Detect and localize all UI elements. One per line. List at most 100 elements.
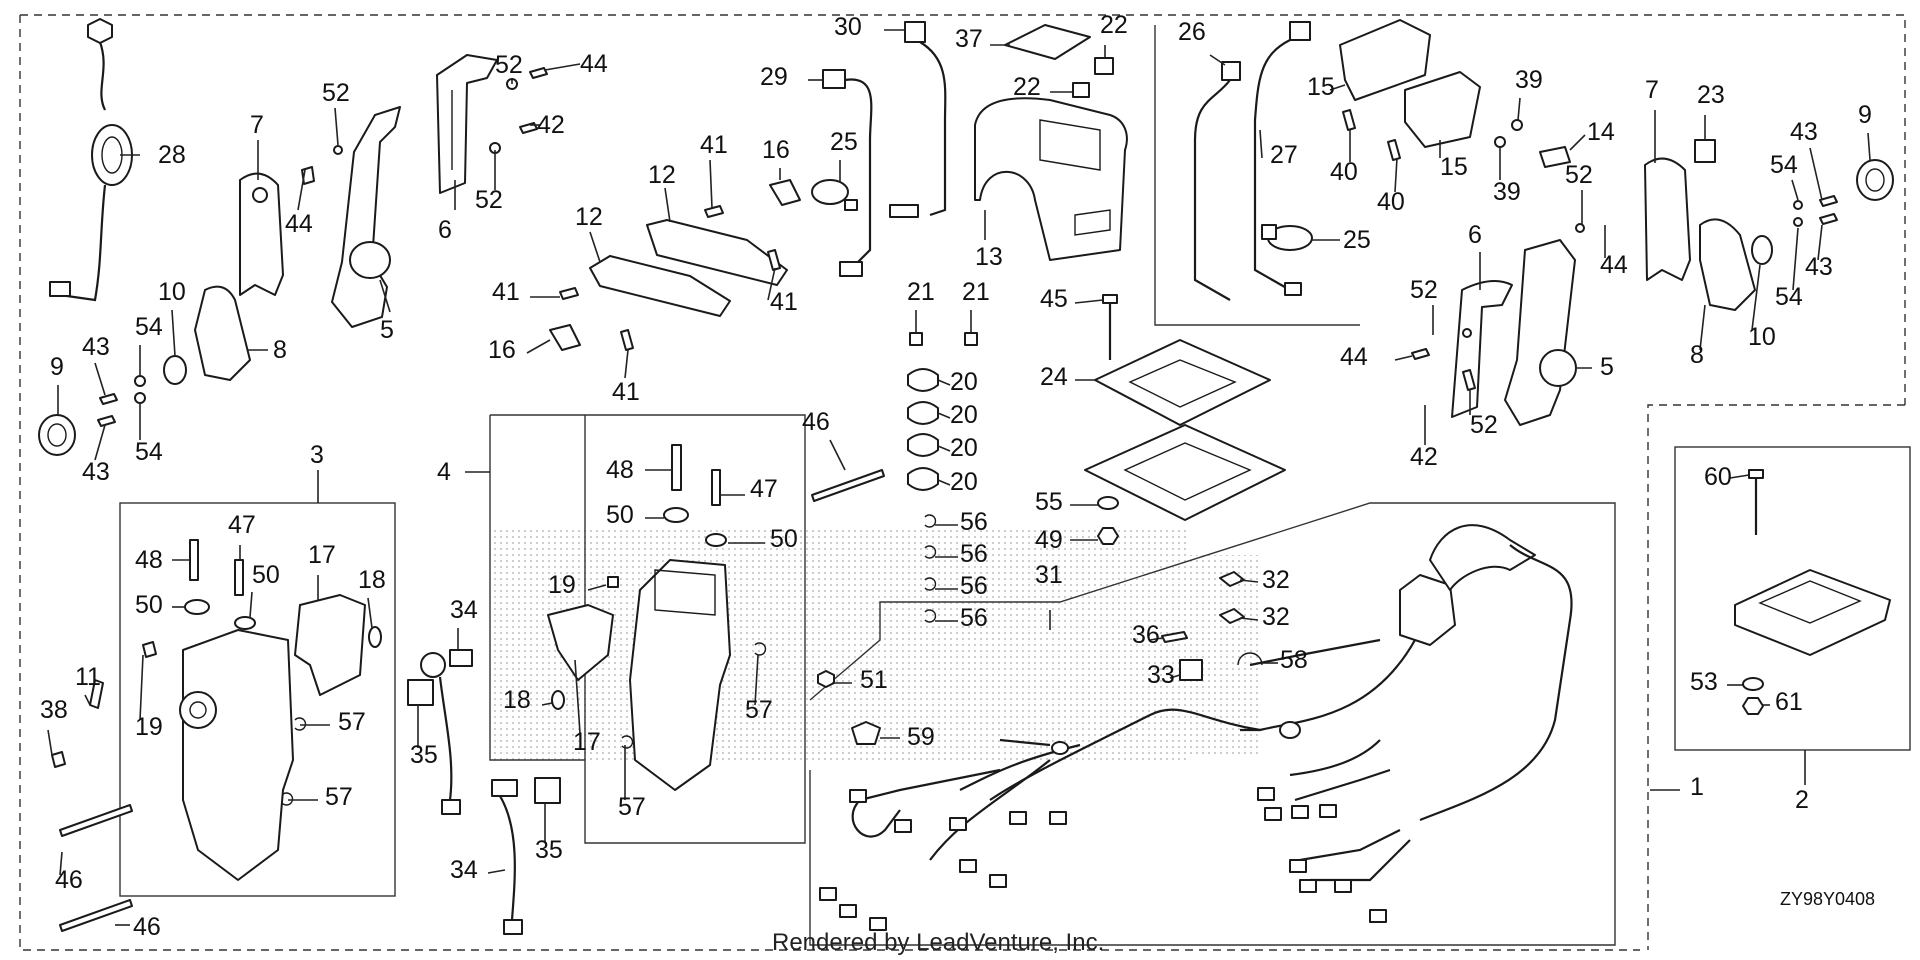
- callout-label: 13: [975, 243, 1003, 271]
- part-28-cable: [49, 18, 133, 302]
- callout-label: 44: [285, 210, 313, 238]
- callout-8b: 8: [1690, 304, 1706, 369]
- callout-label: 9: [1858, 101, 1872, 129]
- callout-6a: 6: [438, 180, 456, 244]
- part-45-bolt: [1102, 294, 1118, 360]
- callout-52d: 52: [1565, 161, 1593, 225]
- callout-18a: 18: [358, 566, 386, 629]
- callout-25b: 25: [1312, 226, 1371, 254]
- callout-label: 52: [495, 51, 523, 79]
- callout-label: 20: [950, 368, 978, 396]
- callout-label: 52: [475, 186, 503, 214]
- callout-51: 51: [832, 666, 888, 694]
- callout-5a: 5: [379, 279, 394, 344]
- callout-14: 14: [1569, 118, 1615, 151]
- callout-label: 8: [273, 336, 287, 364]
- leader-line: [767, 267, 776, 301]
- callout-39b: 39: [1493, 147, 1521, 206]
- callout-label: 10: [1748, 323, 1776, 351]
- callout-54c: 54: [1770, 151, 1799, 201]
- callout-label: 52: [1410, 276, 1438, 304]
- callout-label: 50: [135, 591, 163, 619]
- callout-4: 4: [437, 458, 451, 486]
- callout-41b: 41: [492, 278, 560, 306]
- leader-line: [1394, 355, 1413, 361]
- callout-label: 21: [907, 278, 935, 306]
- callout-56a: 56: [935, 508, 988, 536]
- leader-line: [47, 729, 53, 756]
- callout-label: 38: [40, 696, 68, 724]
- part-55-49: [1097, 496, 1119, 545]
- callout-60: 60: [1704, 463, 1750, 491]
- group-box-31: [809, 502, 1616, 946]
- callout-label: 36: [1132, 621, 1160, 649]
- leader-line: [589, 231, 601, 263]
- callout-label: 45: [1040, 285, 1068, 313]
- callout-label: 54: [1775, 283, 1803, 311]
- callout-57b: 57: [288, 783, 353, 811]
- callout-label: 7: [1645, 76, 1659, 104]
- leader-line: [574, 659, 581, 734]
- part-20-21-56-stack: [907, 332, 978, 623]
- leader-line: [664, 187, 671, 223]
- part-34-35-sensors: [407, 649, 561, 935]
- leader-line: [249, 591, 253, 618]
- callout-label: 29: [760, 63, 788, 91]
- callout-9a: 9: [50, 353, 64, 415]
- callout-55: 55: [1035, 488, 1098, 516]
- callout-label: 17: [308, 541, 336, 569]
- callout-label: 46: [133, 913, 161, 941]
- callout-label: 47: [750, 475, 778, 503]
- callout-label: 43: [82, 333, 110, 361]
- part-12-brackets: [589, 219, 788, 317]
- callout-9b: 9: [1858, 101, 1872, 161]
- callout-label: 52: [1565, 161, 1593, 189]
- callout-label: 57: [338, 708, 366, 736]
- callout-5b: 5: [1575, 353, 1614, 381]
- callout-label: 18: [358, 566, 386, 594]
- callout-52c: 52: [475, 150, 503, 214]
- callout-57a: 57: [300, 708, 366, 736]
- callout-36: 36: [1132, 621, 1163, 649]
- callout-1: 1: [1650, 773, 1704, 801]
- leader-line: [587, 584, 607, 591]
- leader-line: [94, 362, 106, 396]
- callout-label: 41: [700, 131, 728, 159]
- callout-45: 45: [1040, 285, 1104, 313]
- part-37-plate: [1004, 24, 1091, 60]
- callout-label: 25: [1343, 226, 1371, 254]
- callout-label: 57: [745, 696, 773, 724]
- callout-20c: 20: [937, 434, 978, 462]
- callout-59: 59: [880, 723, 935, 751]
- callout-19b: 19: [548, 571, 607, 599]
- callout-label: 44: [1600, 251, 1628, 279]
- callout-54a: 54: [135, 313, 163, 376]
- callout-label: 32: [1262, 566, 1290, 594]
- callout-43a: 43: [82, 333, 110, 396]
- callout-label: 43: [1805, 253, 1833, 281]
- callout-17b: 17: [573, 659, 601, 756]
- part-small-right: [1342, 109, 1571, 168]
- leader-line: [367, 597, 373, 629]
- leader-line: [171, 309, 176, 357]
- callout-16b: 16: [488, 336, 551, 364]
- callout-49: 49: [1035, 526, 1098, 554]
- leader-line: [1792, 227, 1799, 291]
- callout-label: 3: [310, 441, 324, 469]
- reference-code: ZY98Y0408: [1780, 889, 1875, 909]
- callout-label: 43: [1790, 118, 1818, 146]
- callout-label: 19: [135, 713, 163, 741]
- callout-label: 19: [548, 571, 576, 599]
- part-8-left-cover: [194, 285, 251, 381]
- callout-label: 52: [1470, 411, 1498, 439]
- leader-line: [1817, 224, 1823, 261]
- part-2-spacer: [1734, 469, 1891, 715]
- callout-label: 60: [1704, 463, 1732, 491]
- callout-32b: 32: [1239, 603, 1290, 631]
- callout-label: 12: [575, 203, 603, 231]
- leader-line: [1209, 54, 1226, 66]
- callout-label: 1: [1690, 773, 1704, 801]
- callout-22b: 22: [1013, 73, 1073, 101]
- callout-47b: 47: [720, 475, 778, 503]
- callout-label: 14: [1587, 118, 1615, 146]
